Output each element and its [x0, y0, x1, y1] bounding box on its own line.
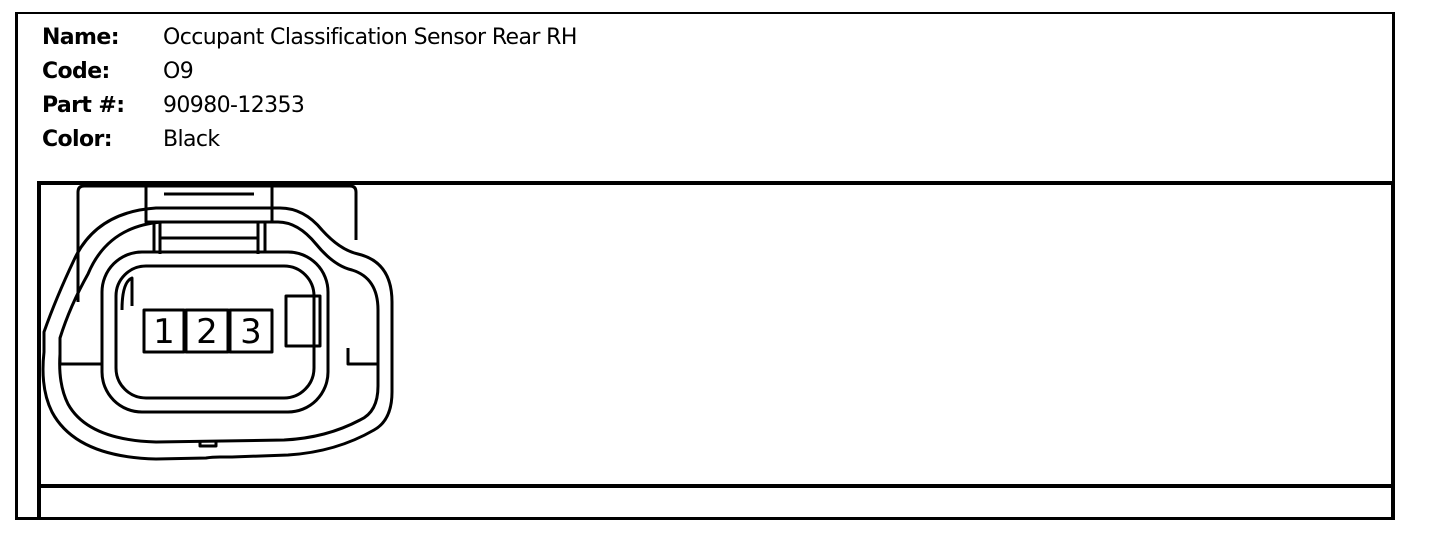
- connector-outer-shell: [41, 206, 394, 461]
- cavity-guide-notch: [120, 276, 134, 311]
- name-label: Name:: [42, 24, 120, 50]
- latch-side-lines: [152, 222, 267, 252]
- connector-rim: [58, 220, 380, 444]
- name-value: Occupant Classification Sensor Rear RH: [163, 24, 577, 50]
- pin-3-number: 3: [240, 312, 262, 352]
- left-polarization-key: [58, 348, 104, 366]
- right-polarization-key: [346, 348, 380, 366]
- diagram-bottom-divider: [41, 484, 1391, 488]
- pin-2-cavity: [184, 308, 230, 354]
- part-number-row: Part #: 90980-12353: [42, 88, 577, 122]
- locking-latch: [144, 186, 274, 254]
- part-number-label: Part #:: [42, 92, 125, 118]
- part-number-value: 90980-12353: [163, 92, 305, 118]
- terminal-cavity-outer: [100, 250, 330, 414]
- pin-2-number: 2: [196, 312, 218, 352]
- pin-3-cavity: [228, 308, 274, 354]
- color-label: Color:: [42, 126, 113, 152]
- code-label: Code:: [42, 58, 110, 84]
- name-row: Name: Occupant Classification Sensor Rea…: [42, 20, 577, 54]
- connector-info-table: Name: Occupant Classification Sensor Rea…: [42, 20, 577, 156]
- code-value: O9: [163, 58, 194, 84]
- connector-rear-housing: [76, 184, 358, 302]
- pin-1-cavity: [142, 308, 186, 354]
- pin-row: 1 2 3: [142, 308, 274, 354]
- color-value: Black: [163, 126, 220, 152]
- code-row: Code: O9: [42, 54, 577, 88]
- connector-face-drawing: 1 2 3: [41, 184, 394, 461]
- terminal-cavity-inner: [114, 264, 316, 400]
- pin-1-number: 1: [153, 312, 175, 352]
- terminal-lock: [284, 294, 322, 348]
- connector-diagram-frame: [37, 181, 1395, 520]
- color-row: Color: Black: [42, 122, 577, 156]
- bottom-polarization-key: [198, 440, 218, 448]
